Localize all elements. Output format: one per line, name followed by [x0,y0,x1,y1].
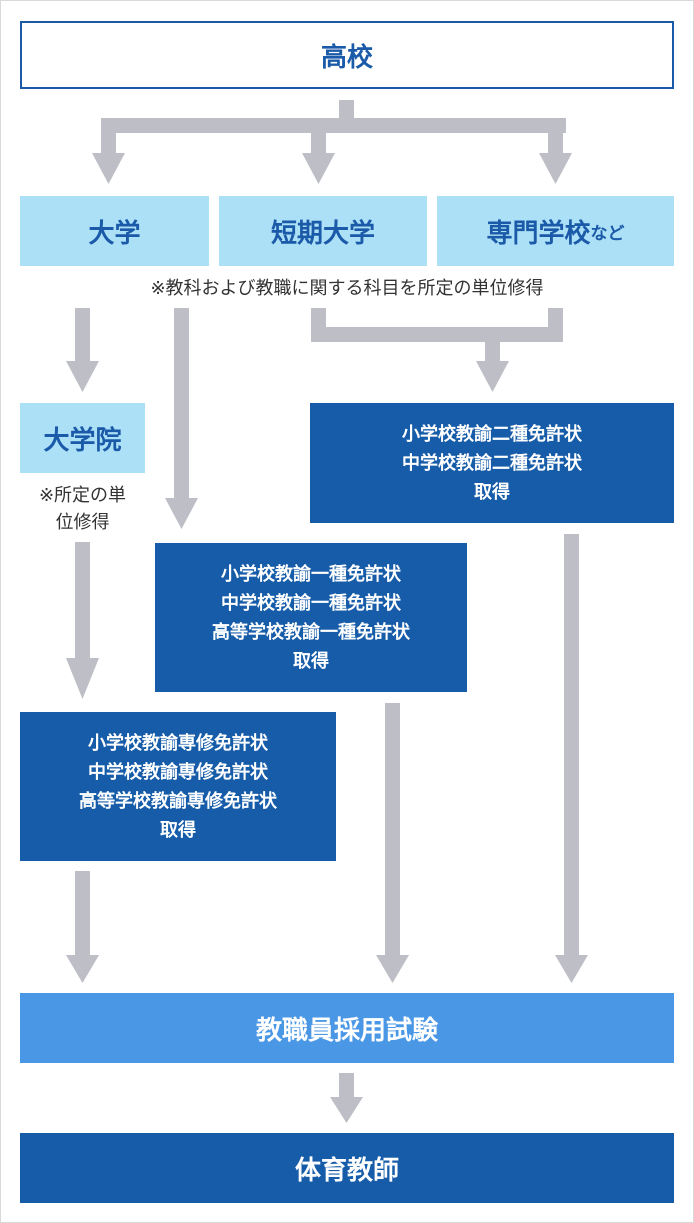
graduate-note: ※所定の単 位修得 [20,482,145,536]
university-label: 大学 [88,218,141,249]
license-special-line: 取得 [160,819,196,841]
license-type1-line: 中学校教諭一種免許状 [221,592,401,614]
arrow-head-special-exam [66,955,99,983]
arrow-bar-top [101,118,566,133]
arrow-stem-type1-exam [385,703,400,957]
arrow-stem-to-type1 [174,308,189,500]
arrow-stem-tanki [311,125,326,155]
license-type1-line: 取得 [293,650,329,672]
junior-college-label: 短期大学 [270,218,375,249]
license-special-box: 小学校教諭専修免許状 中学校教諭専修免許状 高等学校教諭専修免許状 取得 [20,712,336,861]
pe-teacher-box: 体育教師 [20,1133,674,1203]
employment-exam-label: 教職員採用試験 [255,1015,438,1046]
graduate-school-box: 大学院 [20,403,145,473]
schools-note: ※教科および教職に関する科目を所定の単位修得 [150,278,544,299]
license-special-line: 高等学校教諭専修免許状 [79,790,277,812]
vocational-school-suffix: など [590,223,625,244]
high-school-label: 高校 [320,42,373,73]
university-box: 大学 [20,196,209,266]
license-special-line: 中学校教諭専修免許状 [88,761,268,783]
arrow-stem-to-special [75,542,90,660]
arrow-head-senmon [539,153,572,184]
arrow-head-to-type1 [165,498,198,529]
vocational-school-box: 専門学校など [437,196,674,266]
arrow-bar-to-type2 [311,327,563,342]
arrow-head-type2-exam [555,955,588,983]
junior-college-box: 短期大学 [219,196,427,266]
graduate-school-label: 大学院 [43,425,122,456]
graduate-note-line1: ※所定の単 [38,485,127,506]
license-type2-line: 取得 [474,481,510,503]
license-type2-line: 中学校教諭二種免許状 [402,452,582,474]
arrow-head-to-special [66,658,99,699]
license-type2-box: 小学校教諭二種免許状 中学校教諭二種免許状 取得 [310,403,674,523]
arrow-stem-type2-exam [564,534,579,957]
arrow-stem-to-type2 [485,340,500,363]
arrow-stem-to-graduate [75,308,90,363]
high-school-box: 高校 [20,21,674,89]
arrow-head-to-type2 [476,361,509,392]
license-type1-box: 小学校教諭一種免許状 中学校教諭一種免許状 高等学校教諭一種免許状 取得 [155,543,467,692]
license-special-line: 小学校教諭専修免許状 [88,732,268,754]
arrow-head-type1-exam [376,955,409,983]
arrow-stem-special-exam [75,871,90,957]
graduate-note-line2: 位修得 [55,512,110,533]
arrow-head-exam-goal [330,1097,363,1123]
license-type1-line: 高等学校教諭一種免許状 [212,621,410,643]
arrow-head-to-graduate [66,361,99,392]
license-type2-line: 小学校教諭二種免許状 [402,423,582,445]
pe-teacher-label: 体育教師 [294,1155,399,1186]
arrow-head-tanki [302,153,335,184]
vocational-school-label: 専門学校 [486,218,591,249]
employment-exam-box: 教職員採用試験 [20,993,674,1063]
arrow-head-daigaku [92,153,125,184]
license-type1-line: 小学校教諭一種免許状 [221,563,401,585]
arrow-stem-exam-goal [339,1073,354,1099]
arrow-stem-senmon [548,125,563,155]
arrow-stem-daigaku [101,125,116,155]
